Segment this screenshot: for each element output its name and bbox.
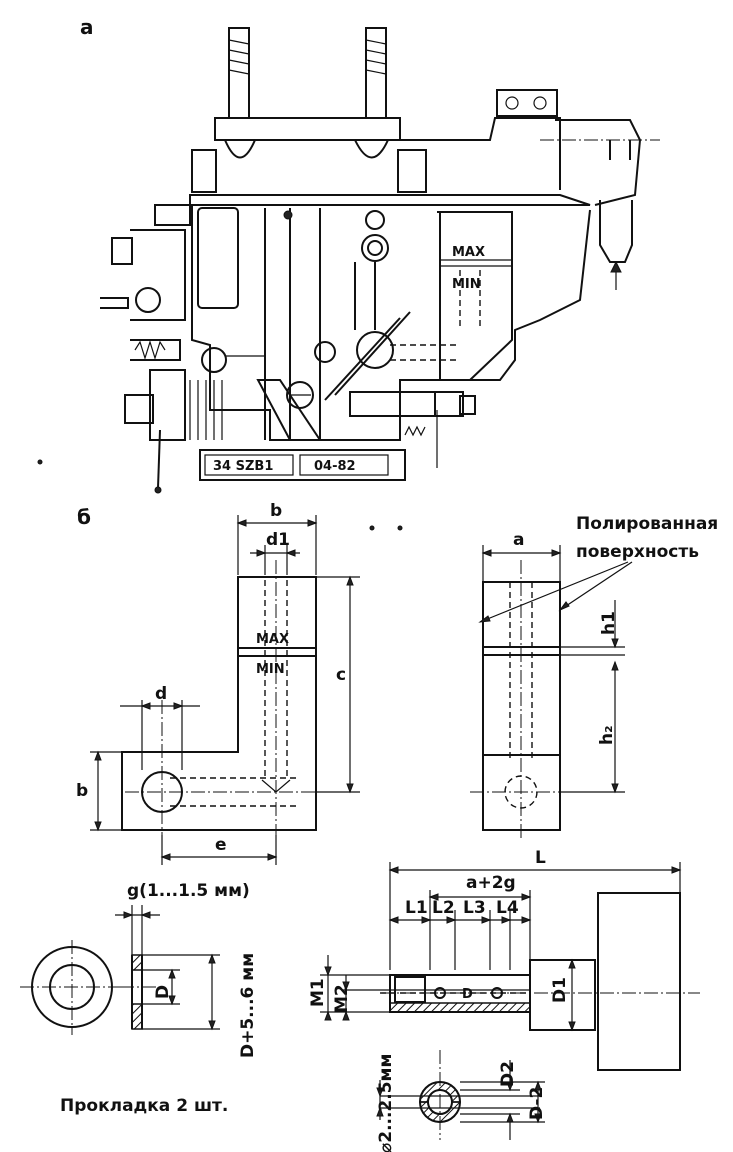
dim-M2: M2: [332, 984, 352, 1013]
carb-level-min: MIN: [452, 277, 481, 292]
dim-d1: d1: [266, 530, 290, 550]
tube-front-view: б b d1 MAX MIN c: [76, 501, 360, 865]
dim-gasket-outer: D+5...6 мм: [238, 953, 258, 1058]
dim-d: d: [155, 684, 167, 704]
cover-gasket: [189, 194, 591, 206]
bolt-drawing: L a+2g L1 L2 L3 L4 D D1: [308, 848, 700, 1152]
dim-b-side: b: [76, 781, 88, 801]
throttle-linkage: [100, 204, 265, 494]
mounting-studs: [228, 27, 387, 119]
figure-label-b: б: [77, 505, 91, 529]
tube-level-min: MIN: [256, 662, 285, 677]
dim-gasket-D: D: [153, 985, 173, 999]
tube-level-max: MAX: [256, 632, 289, 647]
dim-h2: h₂: [597, 725, 617, 745]
dim-D2: D2: [498, 1061, 518, 1087]
gasket-drawing: g(1...1.5 мм) D D+5...6 мм Прокладка 2 ш…: [20, 881, 258, 1116]
dim-D1: D1: [550, 977, 570, 1003]
dim-c: c: [336, 665, 346, 685]
base-plate: [199, 449, 406, 481]
inlet-nut: [496, 89, 558, 117]
top-flange: [214, 117, 401, 141]
dim-e: e: [215, 835, 227, 855]
carburetor-body: [191, 205, 591, 441]
dim-L: L: [535, 848, 546, 868]
inlet-fitting: [599, 200, 633, 263]
dim-g: g(1...1.5 мм): [127, 881, 250, 901]
note-polished-1: Полированная: [576, 514, 718, 534]
tube-side-view: a Полированная поверхность h1 h₂: [470, 514, 718, 840]
dim-a2g: a+2g: [466, 873, 516, 893]
plate-code-left: 34 SZB1: [213, 459, 273, 474]
dim-M1: M1: [308, 978, 328, 1007]
dim-small-D: D: [462, 987, 473, 1002]
plate-code-right: 04-82: [314, 459, 356, 474]
dim-L3: L3: [463, 898, 486, 918]
figure-label-a: а: [80, 15, 94, 39]
dim-L2: L2: [432, 898, 455, 918]
note-polished-2: поверхность: [576, 542, 699, 562]
dim-a: a: [513, 530, 524, 550]
dim-h1: h1: [599, 611, 619, 635]
sight-glass-housing: [437, 211, 513, 381]
dim-hole: ⌀2...2.5мм: [376, 1054, 396, 1152]
gasket-caption: Прокладка 2 шт.: [60, 1096, 228, 1116]
dim-L4: L4: [496, 898, 519, 918]
bolt-cap: [597, 892, 681, 1071]
carb-level-max: MAX: [452, 245, 485, 260]
carburetor-assembly: а: [80, 15, 660, 494]
dim-D-minus-2: D-2: [527, 1087, 547, 1120]
dim-L1: L1: [405, 898, 428, 918]
dim-b-top: b: [270, 501, 282, 521]
